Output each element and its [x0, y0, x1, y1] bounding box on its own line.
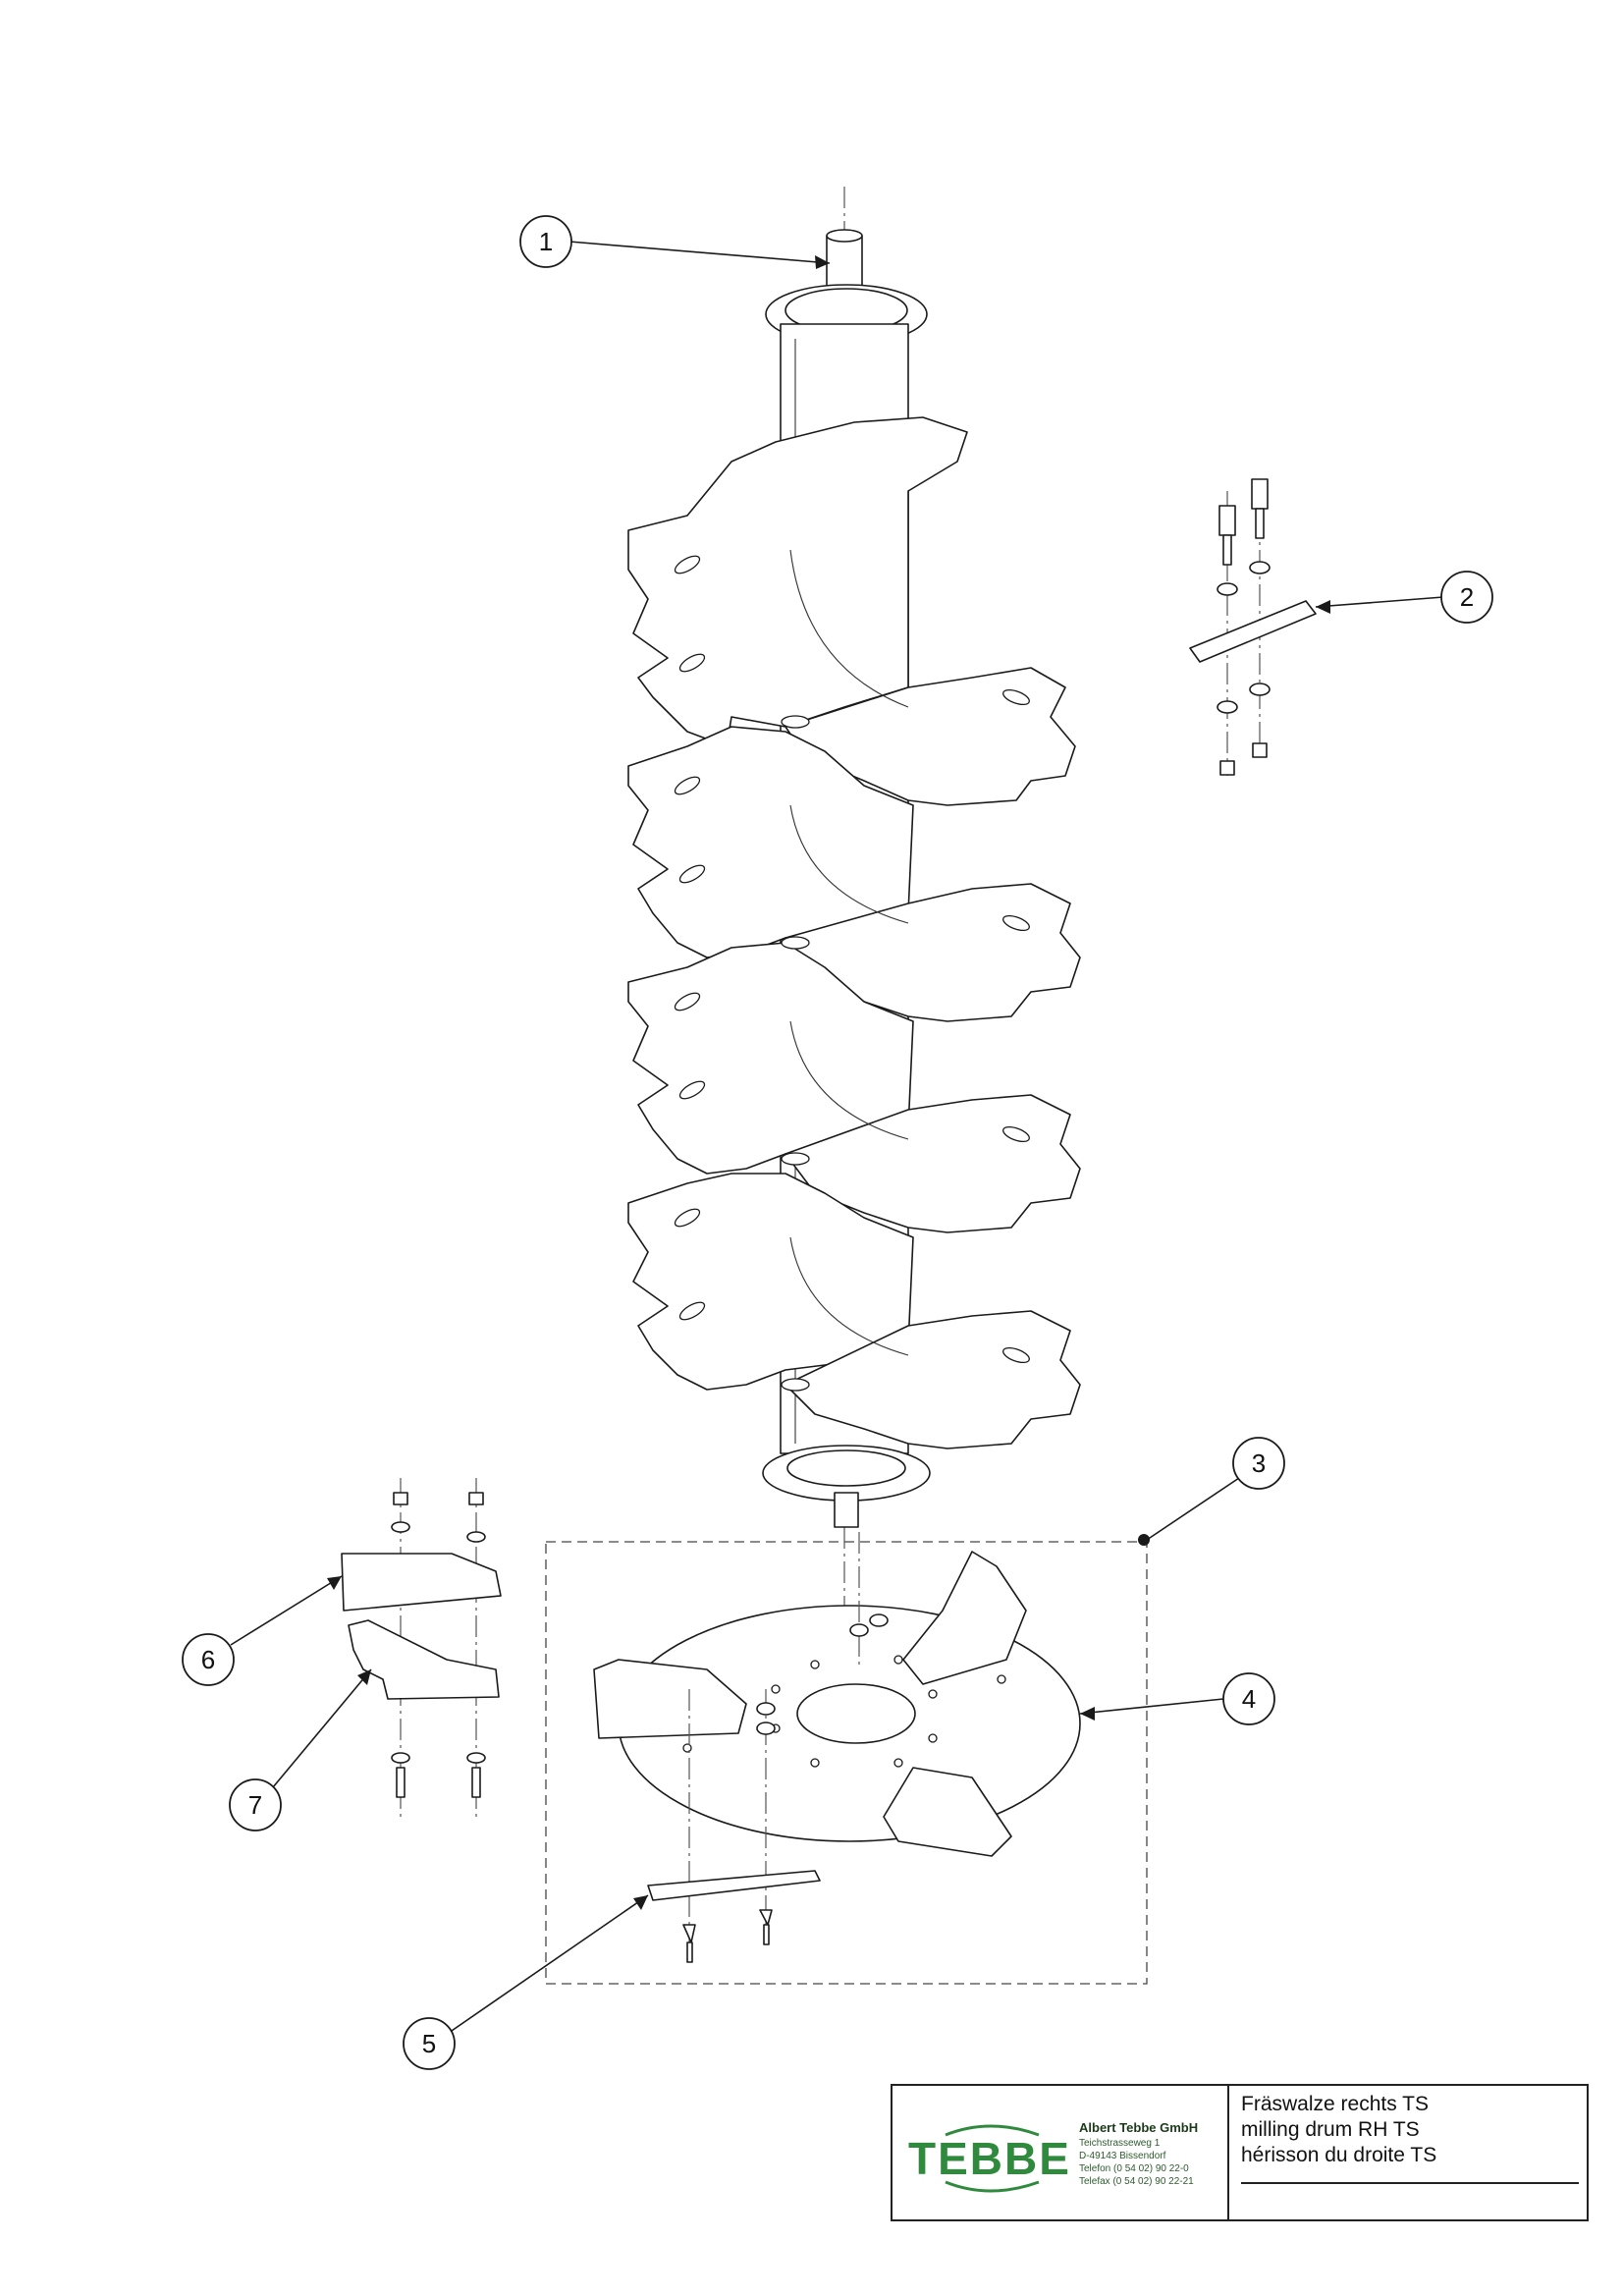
callout-2-label: 2 — [1460, 582, 1474, 612]
address-line-3: Telefon (0 54 02) 90 22-0 — [1079, 2163, 1189, 2174]
callout-4-label: 4 — [1242, 1684, 1256, 1714]
company-cell: TEBBE Albert Tebbe GmbH Teichstrasseweg … — [893, 2086, 1229, 2219]
helix-flight-3 — [627, 942, 1081, 1233]
callout-6-label: 6 — [201, 1645, 215, 1674]
tine-holder-parts — [341, 1478, 502, 1817]
callout-5: 5 — [403, 1894, 649, 2070]
callout-3-label: 3 — [1252, 1449, 1266, 1478]
callout-1-label: 1 — [539, 227, 553, 256]
title-cell: Fräswalze rechts TS milling drum RH TS h… — [1229, 2086, 1587, 2219]
company-name: Albert Tebbe GmbH — [1079, 2120, 1199, 2135]
address-line-2: D-49143 Bissendorf — [1079, 2151, 1166, 2161]
callout-6: 6 — [182, 1575, 343, 1686]
drawing-titles: Fräswalze rechts TS milling drum RH TS h… — [1241, 2092, 1579, 2184]
helix-flight-4 — [627, 1173, 1081, 1449]
tebbe-logo: TEBBE — [908, 2124, 1071, 2193]
callout-7-label: 7 — [248, 1790, 262, 1820]
flight-slots — [674, 555, 1030, 1392]
knife-set-parts — [1189, 478, 1317, 776]
callout-2: 2 — [1315, 571, 1493, 624]
callout-4: 4 — [1079, 1672, 1275, 1725]
disc-holes — [682, 1655, 1006, 1768]
title-french: hérisson du droite TS — [1241, 2144, 1437, 2166]
address-line-4: Telefax (0 54 02) 90 22-21 — [1079, 2176, 1194, 2187]
milling-drum — [627, 229, 1081, 1528]
callout-5-label: 5 — [422, 2029, 436, 2058]
logo-text: TEBBE — [908, 2133, 1071, 2184]
callout-1: 1 — [519, 215, 831, 269]
helix-flight-1 — [627, 416, 1076, 806]
title-german: Fräswalze rechts TS — [1241, 2093, 1429, 2115]
base-disc-assembly-parts — [545, 1532, 1150, 1985]
address-line-1: Teichstrasseweg 1 — [1079, 2138, 1161, 2149]
callout-3: 3 — [1146, 1437, 1285, 1541]
callout-7: 7 — [229, 1668, 372, 1831]
title-block: TEBBE Albert Tebbe GmbH Teichstrasseweg … — [891, 2084, 1589, 2221]
title-english: milling drum RH TS — [1241, 2118, 1420, 2141]
